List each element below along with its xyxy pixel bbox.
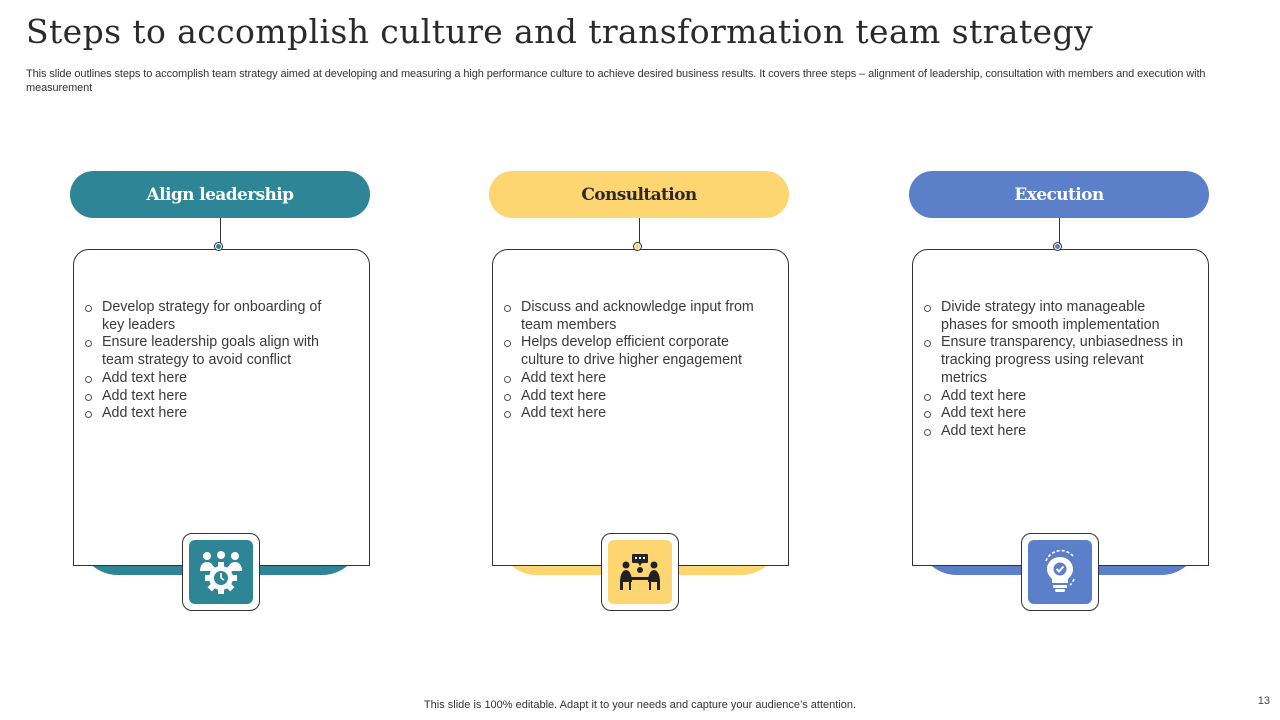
- connector-line: [220, 218, 221, 244]
- bullet-item: Helps develop efficient corporate cultur…: [503, 334, 765, 369]
- step-header-pill: Execution: [909, 171, 1209, 218]
- step-icon-frame: [1021, 533, 1099, 611]
- step-align-leadership: Align leadership Develop strategy for on…: [70, 171, 370, 616]
- slide-footer: This slide is 100% editable. Adapt it to…: [0, 699, 1280, 711]
- bullet-item: Discuss and acknowledge input from team …: [503, 299, 765, 334]
- step-execution: Execution Divide strategy into manageabl…: [909, 171, 1209, 616]
- bullet-item: Add text here: [503, 405, 765, 423]
- bullet-item: Develop strategy for onboarding of key l…: [84, 299, 346, 334]
- step-consultation: Consultation Discuss and acknowledge inp…: [489, 171, 789, 616]
- bullet-item: Add text here: [84, 388, 346, 406]
- bullet-item: Add text here: [503, 388, 765, 406]
- bullet-item: Add text here: [923, 388, 1185, 406]
- connector-dot: [633, 242, 642, 251]
- step-header-pill: Align leadership: [70, 171, 370, 218]
- bullet-item: Add text here: [84, 405, 346, 423]
- lightbulb-check-icon: [1028, 540, 1092, 604]
- connector-line: [639, 218, 640, 244]
- bullet-item: Add text here: [84, 370, 346, 388]
- bullet-list: Divide strategy into manageable phases f…: [923, 299, 1185, 441]
- page-number: 13: [1257, 695, 1270, 707]
- bullet-list: Discuss and acknowledge input from team …: [503, 299, 765, 423]
- bullet-item: Ensure leadership goals align with team …: [84, 334, 346, 369]
- bullet-list: Develop strategy for onboarding of key l…: [84, 299, 346, 423]
- step-card: Divide strategy into manageable phases f…: [912, 249, 1209, 566]
- bullet-item: Add text here: [923, 423, 1185, 441]
- step-card: Discuss and acknowledge input from team …: [492, 249, 789, 566]
- bullet-item: Add text here: [503, 370, 765, 388]
- bullet-item: Add text here: [923, 405, 1185, 423]
- bullet-item: Ensure transparency, unbiasedness in tra…: [923, 334, 1185, 387]
- connector-dot: [214, 242, 223, 251]
- footer-text: This slide is 100% editable. Adapt it to…: [423, 699, 857, 711]
- slide-title: Steps to accomplish culture and transfor…: [26, 12, 1094, 51]
- step-header-pill: Consultation: [489, 171, 789, 218]
- meeting-table-icon: [608, 540, 672, 604]
- connector-line: [1059, 218, 1060, 244]
- connector-dot: [1053, 242, 1062, 251]
- team-gear-icon: [189, 540, 253, 604]
- bullet-item: Divide strategy into manageable phases f…: [923, 299, 1185, 334]
- step-icon-frame: [601, 533, 679, 611]
- step-card: Develop strategy for onboarding of key l…: [73, 249, 370, 566]
- step-icon-frame: [182, 533, 260, 611]
- slide-description: This slide outlines steps to accomplish …: [26, 68, 1206, 94]
